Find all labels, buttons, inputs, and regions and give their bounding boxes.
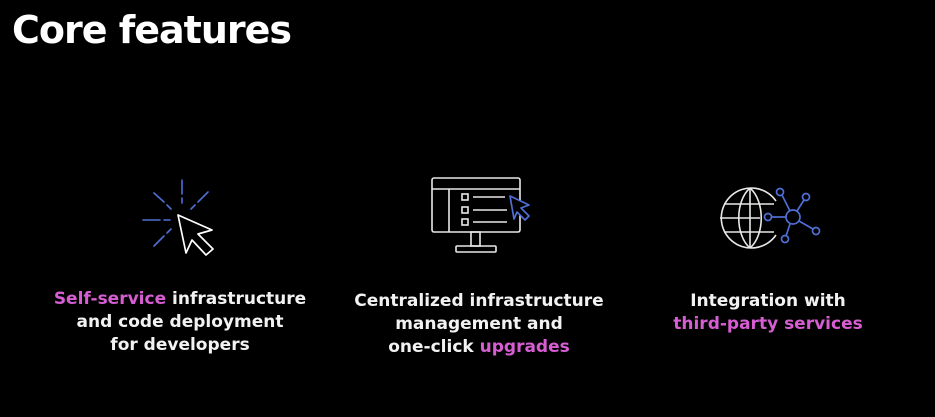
globe-network-icon [720, 186, 821, 249]
feature-third-party-integration: Integration with third-party services [618, 170, 918, 336]
feature-caption: Centralized infrastructure management an… [354, 291, 604, 357]
highlight-text: third-party services [673, 314, 863, 334]
monitor-checklist-icon [431, 177, 530, 253]
feature-centralized-management: Centralized infrastructure management an… [329, 170, 629, 359]
highlight-text: upgrades [479, 337, 570, 357]
feature-self-service: Self-service infrastructure and code dep… [30, 170, 330, 357]
highlight-text: Self-service [53, 289, 167, 309]
page-title: Core features [12, 8, 292, 52]
feature-caption: Integration with third-party services [618, 290, 918, 336]
cursor-click-icon [142, 178, 214, 256]
feature-caption: Self-service infrastructure and code dep… [53, 289, 307, 355]
